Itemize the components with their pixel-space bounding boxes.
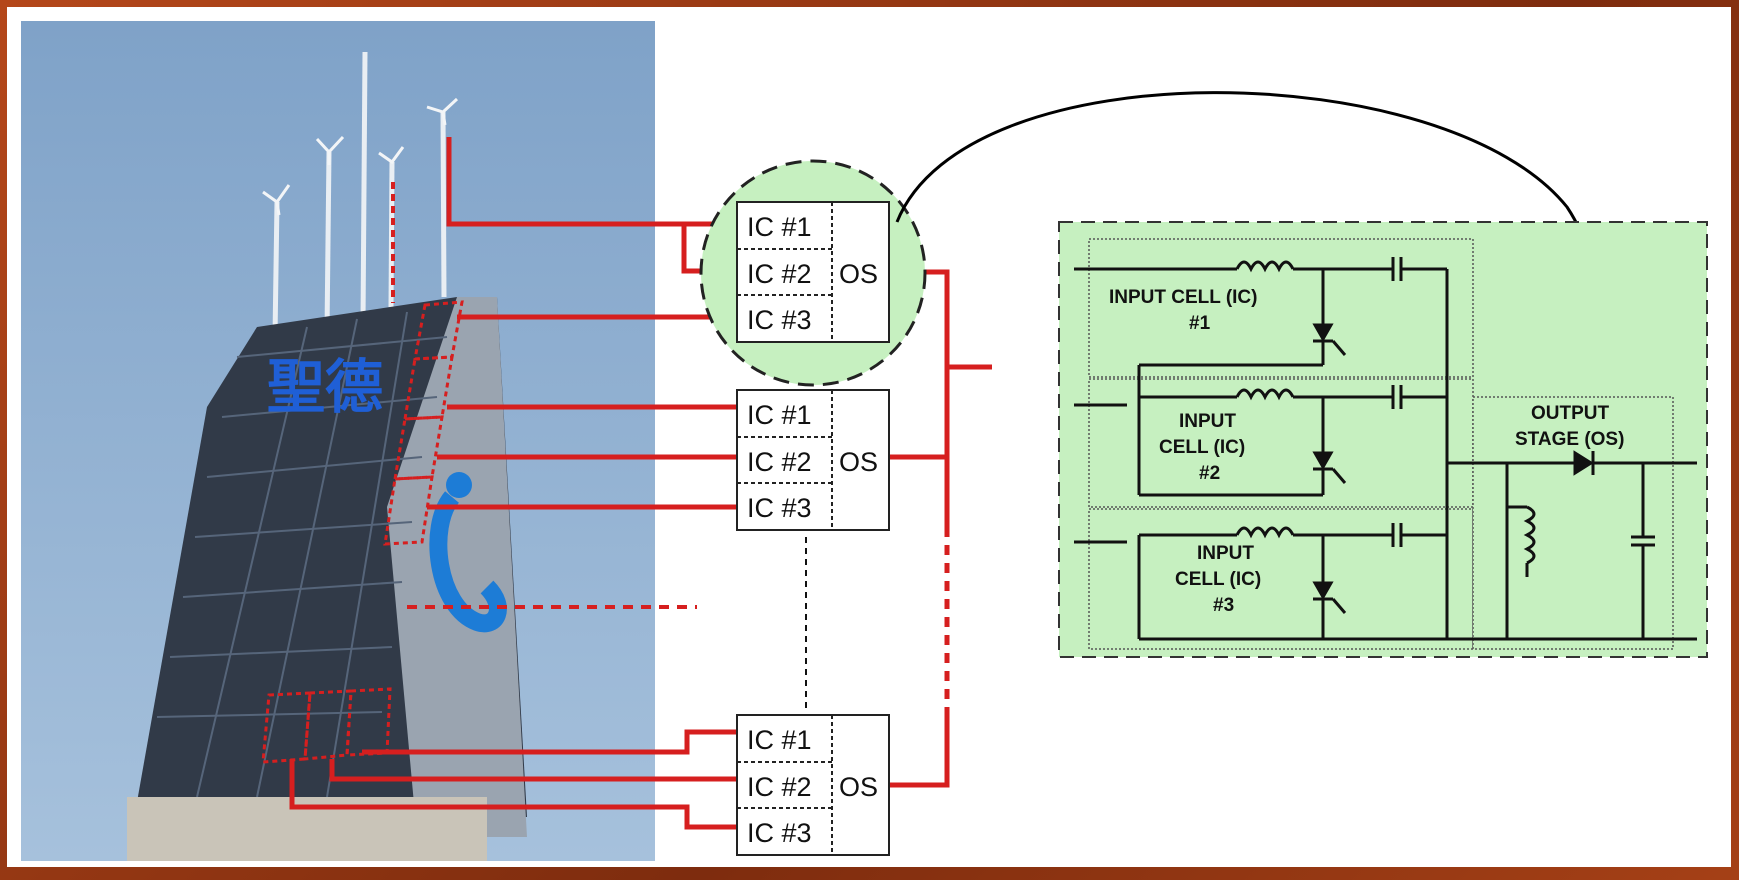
ic2-label-line2: CELL (IC) (1159, 437, 1245, 458)
converter-schematic: INPUT CELL (IC) #1 INPUT CELL (IC) #2 IN… (1059, 222, 1707, 657)
converter-n-ic2-label: IC #2 (747, 772, 812, 802)
diagram-svg: 聖德 (7, 7, 1731, 867)
building-sign: 聖德 (267, 355, 383, 420)
converter-2-ic1-label: IC #1 (747, 400, 812, 430)
converter-block-2: IC #1 IC #2 IC #3 OS (737, 390, 889, 530)
converter-1-os-label: OS (839, 259, 878, 289)
converter-block-n: IC #1 IC #2 IC #3 OS (737, 715, 889, 855)
converter-1-ic3-label: IC #3 (747, 305, 812, 335)
ic2-label-line3: #2 (1199, 463, 1220, 484)
ic3-label-line2: CELL (IC) (1175, 569, 1261, 590)
converter-1-ic1-label: IC #1 (747, 212, 812, 242)
os-label-line2: STAGE (OS) (1515, 429, 1624, 450)
ic3-label-line3: #3 (1213, 595, 1234, 616)
converter-n-os-label: OS (839, 772, 878, 802)
building-photo: 聖德 (21, 21, 697, 861)
ic3-label-line1: INPUT (1197, 543, 1254, 564)
ic1-label-line1: INPUT CELL (IC) (1109, 287, 1257, 308)
converter-block-1: IC #1 IC #2 IC #3 OS (737, 202, 889, 342)
converter-1-ic2-label: IC #2 (747, 259, 812, 289)
converter-2-ic3-label: IC #3 (747, 493, 812, 523)
converter-2-os-label: OS (839, 447, 878, 477)
converter-n-ic3-label: IC #3 (747, 818, 812, 848)
output-bus-bottom (887, 707, 947, 785)
ic2-label-line1: INPUT (1179, 411, 1236, 432)
converter-2-ic2-label: IC #2 (747, 447, 812, 477)
ic1-boundary (1089, 239, 1473, 377)
diagram-canvas: 聖德 (7, 7, 1731, 867)
ic1-label-line2: #1 (1189, 313, 1211, 334)
os-label-line1: OUTPUT (1531, 403, 1610, 424)
converter-n-ic1-label: IC #1 (747, 725, 812, 755)
